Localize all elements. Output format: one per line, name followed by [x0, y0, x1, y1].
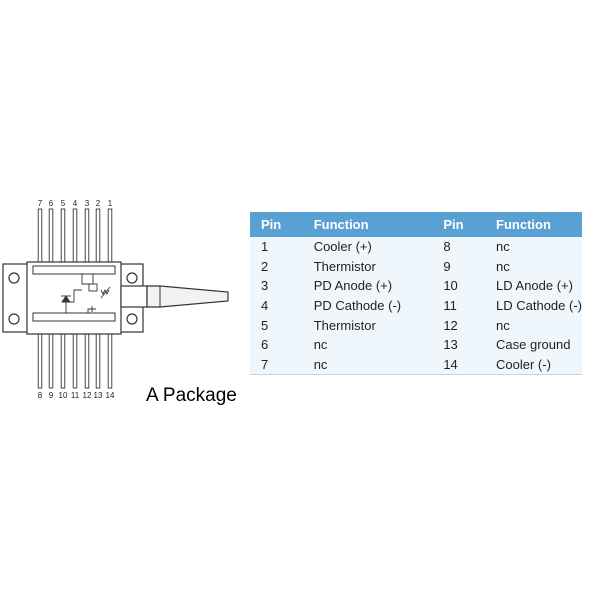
pin-function: Cooler (-) — [485, 354, 582, 376]
photodiode-icon — [88, 283, 98, 292]
thermistor-icon — [100, 288, 110, 296]
package-pin — [95, 208, 101, 267]
top-pin-label: 4 — [73, 199, 78, 208]
pin-function: nc — [302, 334, 433, 355]
pin-number: 14 — [432, 354, 486, 376]
top-pin-label: 7 — [38, 199, 43, 208]
package-caption: A Package — [146, 385, 237, 406]
bottom-pin-label: 10 — [59, 391, 68, 400]
pin-function: nc — [485, 237, 582, 257]
pin-function: nc — [302, 354, 433, 376]
header-function-left: Function — [302, 212, 433, 237]
pin-number: 3 — [250, 276, 303, 296]
top-lead-frame — [32, 265, 116, 275]
laser-diode-icon — [61, 295, 71, 303]
cooler-wiring — [87, 308, 96, 313]
fiber-nose — [120, 285, 148, 308]
pin-function: Case ground — [485, 334, 582, 355]
pin-number: 1 — [250, 237, 303, 257]
top-pins — [37, 208, 113, 267]
mounting-hole-top-right — [126, 272, 138, 284]
bottom-pin-label: 8 — [38, 391, 43, 400]
package-pin — [72, 208, 78, 267]
table-header-row: Pin Function Pin Function — [250, 212, 582, 237]
pin-function: Thermistor — [302, 315, 433, 335]
top-pin-label: 6 — [49, 199, 54, 208]
pin-number: 12 — [432, 315, 486, 335]
pin-number: 4 — [250, 295, 303, 316]
pin-function: Thermistor — [302, 256, 433, 277]
internal-circuit — [61, 274, 111, 313]
fiber-boot — [146, 285, 229, 308]
top-pin-label: 5 — [61, 199, 66, 208]
package-pin — [107, 208, 113, 267]
header-pin-right: Pin — [432, 212, 486, 237]
pin-number: 9 — [432, 256, 486, 277]
top-pin-label: 2 — [96, 199, 101, 208]
pin-function: PD Anode (+) — [302, 276, 433, 296]
pin-function: LD Anode (+) — [485, 276, 582, 296]
pin-number: 6 — [250, 334, 303, 355]
bottom-pin-label: 14 — [106, 391, 115, 400]
mounting-hole-top-left — [8, 272, 20, 284]
pin-function: Cooler (+) — [302, 237, 433, 257]
bottom-pin-label: 12 — [83, 391, 92, 400]
pin-number: 2 — [250, 256, 303, 277]
package-pin — [60, 208, 66, 267]
bottom-pin-label: 11 — [71, 391, 80, 400]
header-pin-left: Pin — [250, 212, 303, 237]
package-pin — [37, 208, 43, 267]
package-pin — [84, 208, 90, 267]
pin-number: 5 — [250, 315, 303, 335]
package-pin — [48, 208, 54, 267]
pin-function: LD Cathode (-) — [485, 295, 582, 316]
pin-number: 11 — [432, 295, 486, 316]
bottom-pin-label: 13 — [94, 391, 103, 400]
pin-function: nc — [485, 315, 582, 335]
pin-function: nc — [485, 256, 582, 277]
header-function-right: Function — [485, 212, 582, 237]
pin-number: 13 — [432, 334, 486, 355]
pin-number: 10 — [432, 276, 486, 296]
laser-diode-wiring — [65, 289, 82, 313]
mounting-hole-bottom-right — [126, 313, 138, 325]
pin-number: 8 — [432, 237, 486, 257]
bottom-lead-frame — [32, 312, 116, 322]
mounting-hole-bottom-left — [8, 313, 20, 325]
pin-number: 7 — [250, 354, 303, 376]
top-pin-label: 1 — [108, 199, 113, 208]
pin-function: PD Cathode (-) — [302, 295, 433, 316]
bottom-pin-label: 9 — [49, 391, 54, 400]
top-pin-label: 3 — [85, 199, 90, 208]
photodiode-wiring — [81, 274, 94, 285]
